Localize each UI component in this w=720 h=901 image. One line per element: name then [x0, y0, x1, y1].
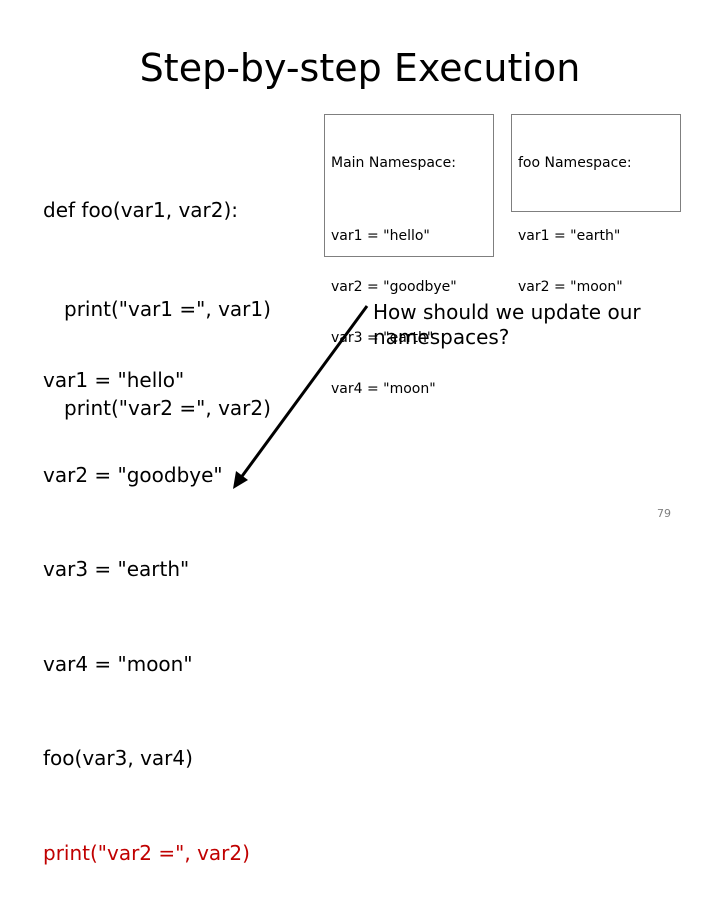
code-line: print("var1 =", var1) [64, 297, 271, 321]
page-number: 79 [657, 507, 671, 520]
code-line: print("var2 =", var2) [64, 396, 271, 420]
function-definition-code: def foo(var1, var2): print("var1 =", var… [43, 128, 271, 458]
slide-title: Step-by-step Execution [139, 46, 581, 90]
code-line: def foo(var1, var2): [43, 198, 239, 222]
main-namespace-header: Main Namespace: [331, 155, 456, 171]
code-line: var1 = "hello" [43, 368, 185, 392]
main-namespace-box: Main Namespace: var1 = "hello" var2 = "g… [324, 114, 494, 397]
foo-namespace-box: foo Namespace: var1 = "earth" var2 = "mo… [511, 114, 681, 295]
code-line: var4 = "moon" [43, 651, 193, 676]
code-line: var2 = "goodbye" [43, 462, 223, 487]
code-line: var3 = "earth" [43, 557, 190, 581]
namespace-entry: var1 = "hello" [331, 228, 430, 244]
code-line: foo(var3, var4) [43, 746, 193, 770]
namespace-entry: var2 = "moon" [518, 279, 623, 295]
namespace-entry: var1 = "earth" [518, 228, 621, 244]
namespace-entry: var2 = "goodbye" [331, 279, 457, 295]
foo-namespace-header: foo Namespace: [518, 155, 632, 171]
current-line-highlighted: print("var2 =", var2) [43, 840, 250, 865]
question-text: How should we update our namespaces? [373, 300, 641, 349]
namespace-entry: var4 = "moon" [331, 381, 436, 397]
arrow-to-current-line-icon [233, 305, 369, 489]
